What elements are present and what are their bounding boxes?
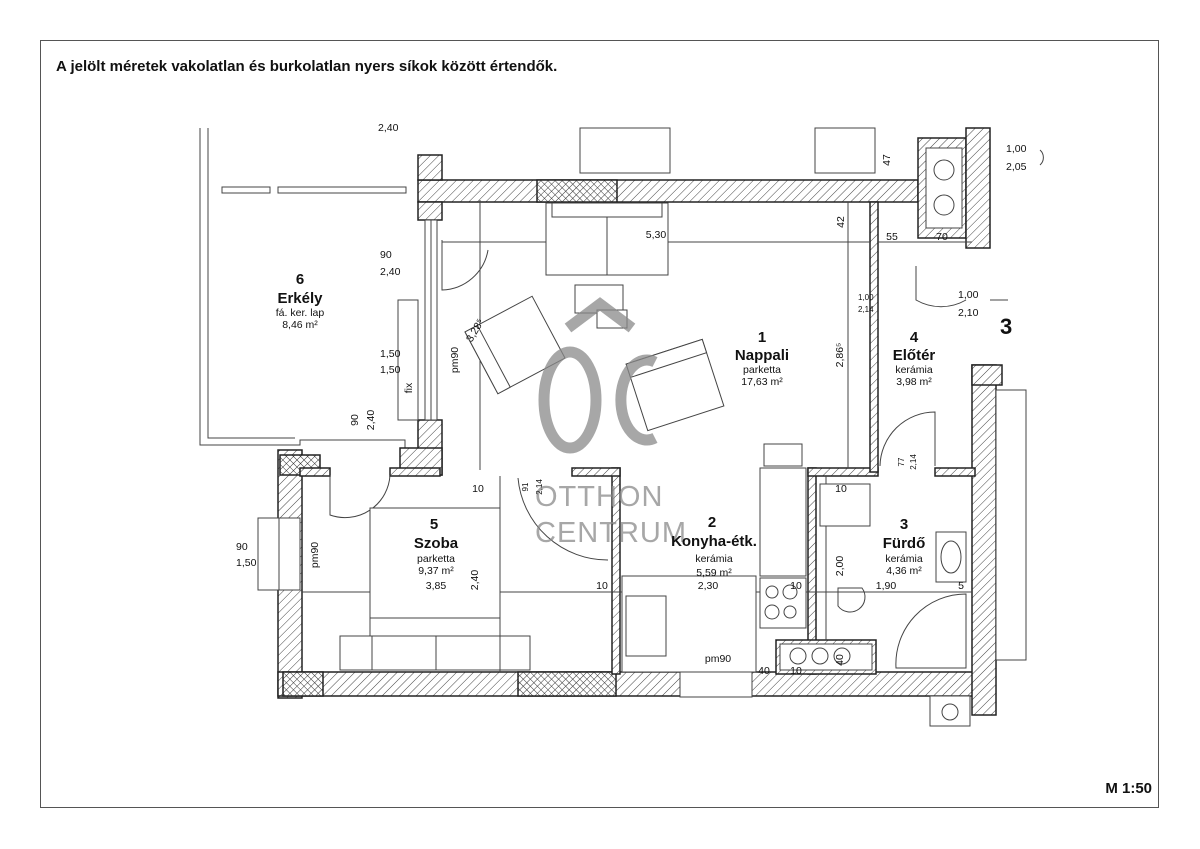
room-number: 4 — [910, 329, 919, 346]
watermark-logo: OTTHON CENTRUM — [535, 297, 687, 549]
dim-wall-47: 47 — [881, 154, 893, 166]
service-shafts — [579, 127, 1044, 727]
balcony-outline — [199, 128, 407, 448]
dim-room-window-w: 90 — [236, 541, 248, 553]
room-floor: kerámia — [695, 553, 733, 565]
dim-balcony-door-w: 90 — [380, 249, 392, 261]
room-area: 9,37 m² — [418, 565, 454, 577]
stair-number: 3 — [1000, 314, 1012, 339]
balcony-glazing — [257, 219, 438, 591]
room-name: Szoba — [414, 535, 459, 552]
partitions — [299, 201, 976, 675]
dim-entry-door-h: 2,10 — [958, 307, 979, 319]
dim-bath-door-w: 77 — [897, 457, 906, 466]
dim-w10d: 10 — [835, 483, 847, 495]
dim-wall-70: 70 — [936, 231, 948, 243]
room-name: Erkély — [277, 290, 323, 307]
scale-label: M 1:50 — [1105, 780, 1152, 797]
kitchen-furniture — [621, 575, 851, 673]
room-area: 4,36 m² — [886, 565, 922, 577]
dim-w5: 5 — [958, 580, 964, 592]
dim-w10e: 10 — [790, 665, 802, 677]
room-number: 1 — [758, 329, 766, 346]
dim-kitchen-door-h: 2,14 — [535, 479, 544, 495]
room-living: 1 Nappali parketta 17,63 m² — [735, 329, 789, 388]
dim-w40a: 40 — [758, 665, 770, 677]
dim-fix: fix — [403, 382, 415, 393]
room-number: 3 — [900, 516, 908, 533]
watermark-line2: CENTRUM — [535, 517, 687, 549]
room-area: 17,63 m² — [741, 376, 783, 388]
bedroom-furniture — [339, 507, 531, 671]
dim-pm90b: pm90 — [309, 542, 321, 568]
dim-inner-door-h: 2,14 — [858, 305, 874, 314]
bathroom-furniture — [819, 483, 967, 669]
watermark-line1: OTTHON — [535, 481, 663, 513]
room-number: 6 — [296, 271, 304, 288]
dim-top-right-h: 2,05 — [1006, 161, 1027, 173]
room-hall: 4 Előtér kerámia 3,98 m² — [893, 329, 936, 388]
dim-entry-door-w: 1,00 — [958, 289, 979, 301]
drawing-frame — [40, 40, 1159, 808]
dim-balcony-window-w: 1,50 — [380, 348, 401, 360]
dim-room-width: 3,85 — [426, 580, 447, 592]
dim-w10b: 10 — [596, 580, 608, 592]
room-number: 5 — [430, 516, 438, 533]
header-note: A jelölt méretek vakolatlan és burkolatl… — [56, 58, 558, 75]
dim-balcony-window-h: 1,50 — [380, 364, 401, 376]
room-area: 5,59 m² — [696, 567, 732, 579]
room-balcony: 6 Erkély fá. ker. lap 8,46 m² — [276, 271, 325, 331]
dim-pm90a: pm90 — [449, 347, 461, 373]
dim-living-width: 5,30 — [646, 229, 667, 241]
room-name: Konyha-étk. — [671, 533, 757, 550]
dimension-labels: 5,30 2,86⁵ 2,30 1,90 2,00 3,85 2,40 90 2… — [236, 122, 1027, 677]
dim-balcony-lower-h: 2,40 — [365, 410, 377, 431]
living-furniture — [464, 202, 807, 577]
dim-room-window-h: 1,50 — [236, 557, 257, 569]
dim-wall-42: 42 — [835, 216, 847, 228]
dim-pm90c: pm90 — [705, 653, 731, 665]
room-area: 8,46 m² — [282, 319, 318, 331]
dim-balcony-door-h: 2,40 — [380, 266, 401, 278]
dim-bath-door-h: 2,14 — [909, 454, 918, 470]
dim-balcony-lower-w: 90 — [349, 414, 361, 426]
dim-kitchen-width: 2,30 — [698, 580, 719, 592]
dim-w10a: 10 — [472, 483, 484, 495]
room-floor: kerámia — [895, 364, 933, 376]
dim-inner-door-w: 1,00 — [858, 293, 874, 302]
room-area: 3,98 m² — [896, 376, 932, 388]
room-bathroom: 3 Fürdő kerámia 4,36 m² — [883, 516, 926, 577]
room-bedroom: 5 Szoba parketta 9,37 m² — [414, 516, 459, 577]
dim-room-depth: 2,40 — [469, 570, 481, 591]
doors — [329, 240, 1008, 561]
dim-wall-55: 55 — [886, 231, 898, 243]
dim-w10c: 10 — [790, 580, 802, 592]
room-floor: fá. ker. lap — [276, 307, 325, 319]
room-floor: parketta — [417, 553, 455, 565]
room-floor: kerámia — [885, 553, 923, 565]
room-floor: parketta — [743, 364, 781, 376]
dim-bath-width: 1,90 — [876, 580, 897, 592]
room-name: Nappali — [735, 347, 789, 364]
dim-bath-depth: 2,00 — [834, 556, 846, 577]
dim-kitchen-door-w: 91 — [521, 482, 530, 491]
room-kitchen: 2 Konyha-étk. kerámia 5,59 m² — [671, 514, 757, 579]
room-number: 2 — [708, 514, 716, 531]
dim-w40b: 40 — [834, 654, 846, 666]
room-name: Előtér — [893, 347, 936, 364]
dim-living-depth: 2,86⁵ — [834, 343, 846, 368]
dim-top: 2,40 — [378, 122, 399, 134]
room-name: Fürdő — [883, 535, 926, 552]
dim-top-right-w: 1,00 — [1006, 143, 1027, 155]
